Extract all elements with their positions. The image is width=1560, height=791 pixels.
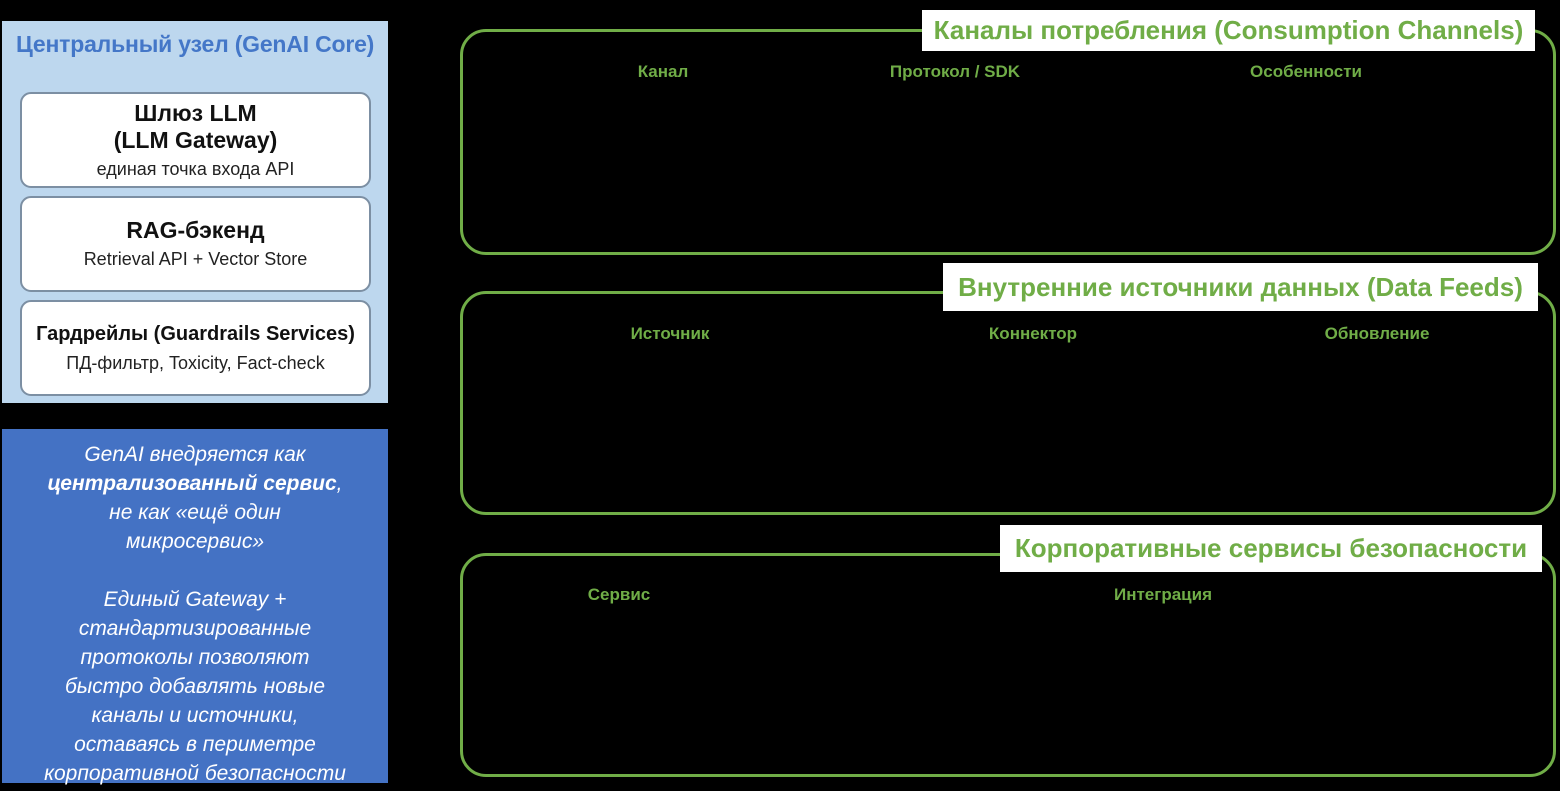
note-box: GenAI внедряется как централизованный се… — [2, 429, 388, 785]
note-p1-post: , не как «ещё один микросервис» — [109, 472, 343, 553]
security-services-title: Корпоративные сервисы безопасности — [1000, 525, 1542, 572]
note-paragraph-1: GenAI внедряется как централизованный се… — [42, 440, 348, 556]
consumption-channels-panel: Канал Протокол / SDK Особенности — [460, 29, 1556, 255]
note-paragraph-2: Единый Gateway + стандартизированные про… — [44, 588, 346, 785]
column-header-service: Сервис — [587, 585, 651, 604]
security-services-panel: Сервис Интеграция — [460, 553, 1556, 777]
note-p1-bold: централизованный сервис — [47, 472, 337, 495]
note-p1-pre: GenAI внедряется как — [84, 443, 306, 466]
core-panel-title: Центральный узел (GenAI Core) — [16, 31, 375, 57]
data-feeds-panel: Источник Коннектор Обновление — [460, 291, 1556, 515]
column-header-integration: Интеграция — [1113, 585, 1213, 604]
column-header-features: Особенности — [1250, 62, 1362, 81]
genai-core-panel: Центральный узел (GenAI Core) Шлюз LLM (… — [2, 21, 388, 403]
llm-gateway-title-line1: Шлюз LLM — [134, 99, 257, 126]
guardrails-title: Гардрейлы (Guardrails Services) — [36, 323, 355, 345]
guardrails-subtitle: ПД-фильтр, Toxicity, Fact-check — [66, 353, 325, 373]
llm-gateway-card: Шлюз LLM (LLM Gateway) единая точка вход… — [20, 92, 371, 188]
consumption-channels-title: Каналы потребления (Consumption Channels… — [922, 10, 1535, 51]
guardrails-card: Гардрейлы (Guardrails Services) ПД-фильт… — [20, 300, 371, 396]
column-header-source: Источник — [630, 324, 710, 343]
column-header-connector: Коннектор — [988, 324, 1078, 343]
note-paragraph-gap — [42, 556, 348, 585]
llm-gateway-title-line2: (LLM Gateway) — [113, 126, 278, 153]
rag-backend-title: RAG-бэкенд — [126, 217, 265, 243]
column-header-channel: Канал — [637, 62, 689, 81]
rag-backend-subtitle: Retrieval API + Vector Store — [83, 249, 308, 269]
rag-backend-card: RAG-бэкенд Retrieval API + Vector Store — [20, 196, 371, 292]
data-feeds-title: Внутренние источники данных (Data Feeds) — [943, 263, 1538, 311]
column-header-protocol-sdk: Протокол / SDK — [889, 62, 1021, 81]
column-header-refresh: Обновление — [1324, 324, 1430, 343]
llm-gateway-subtitle: единая точка входа API — [96, 158, 295, 179]
